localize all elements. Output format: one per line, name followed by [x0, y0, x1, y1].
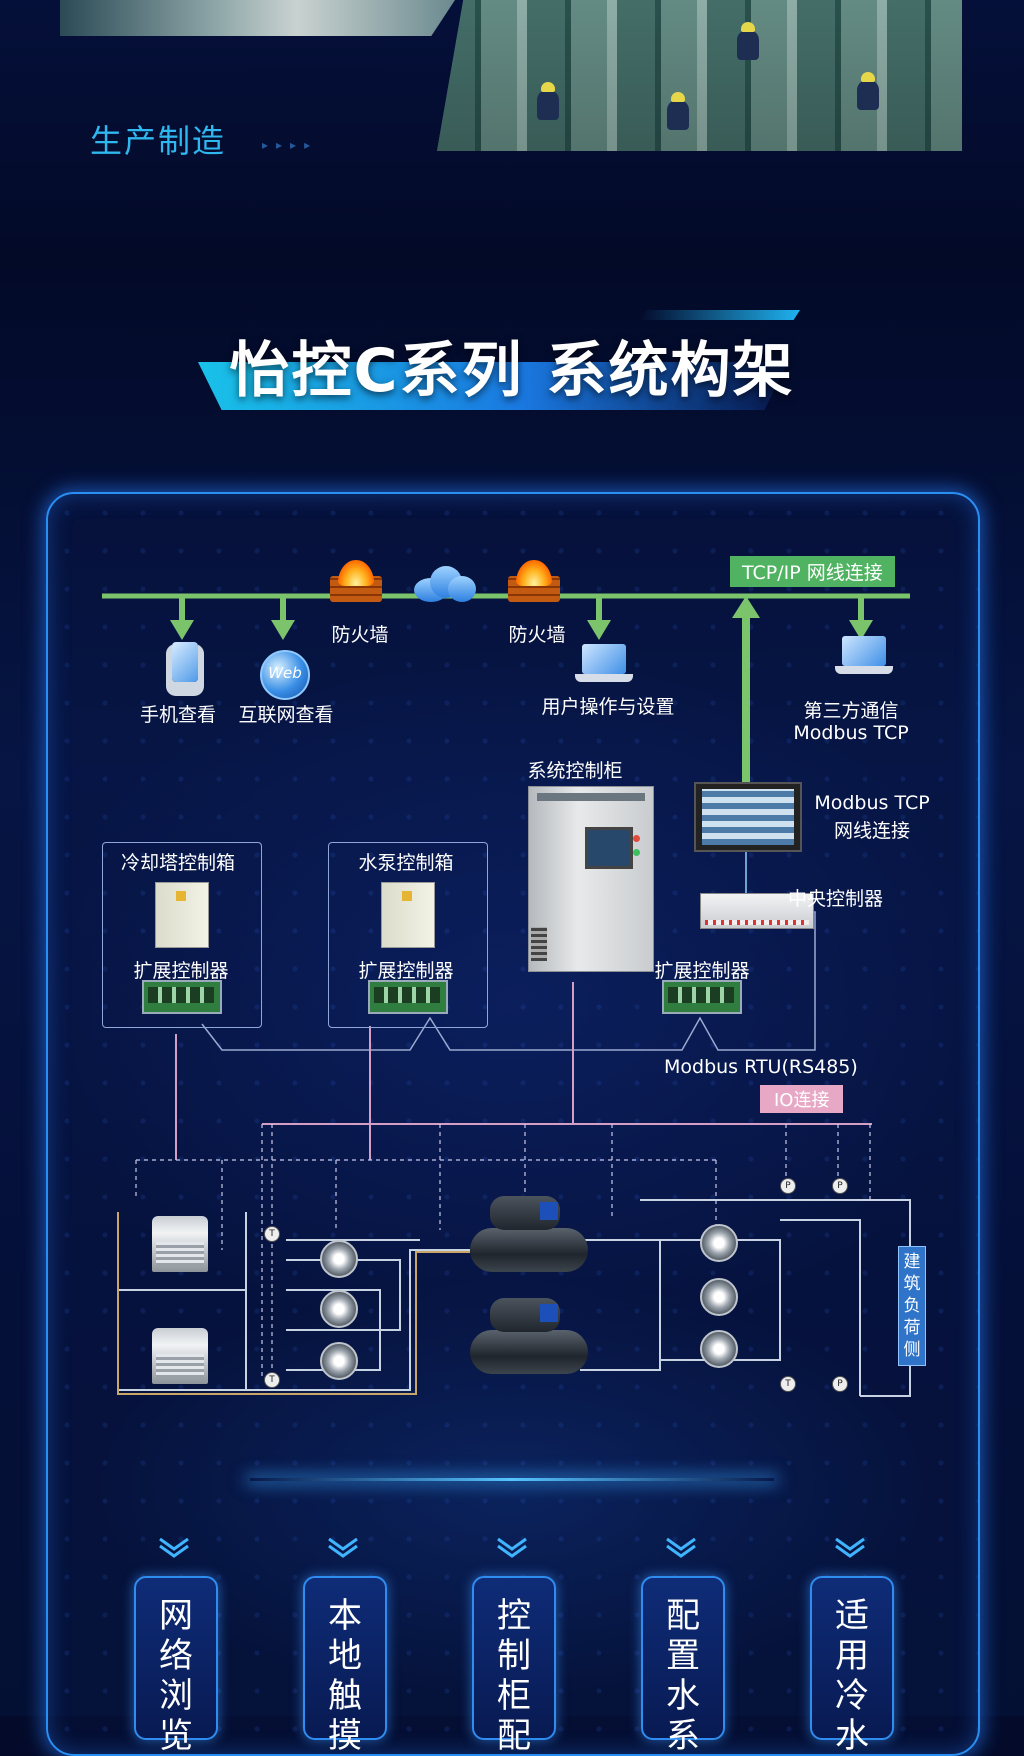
- helmet: [741, 22, 755, 32]
- cooling-tower-enclosure: [155, 882, 209, 948]
- cooling-water-pipe: [117, 1212, 470, 1395]
- section-label: 生产制造: [90, 122, 227, 160]
- temperature-sensor: T: [264, 1372, 280, 1388]
- glow-divider: [250, 1478, 774, 1481]
- condenser-pump-1: [320, 1240, 358, 1278]
- feature-card-chilled-water[interactable]: 适用冷水: [810, 1576, 894, 1756]
- feature-card-water-system[interactable]: 配置水系: [641, 1576, 725, 1756]
- temperature-sensor: T: [264, 1226, 280, 1242]
- central-controller-device: [700, 893, 814, 929]
- pump-control-box: [328, 842, 488, 1028]
- system-cabinet-label: 系统控制柜: [527, 760, 623, 782]
- third-party-label-2: Modbus TCP: [793, 722, 909, 744]
- web-icon-text: Web: [268, 664, 302, 682]
- feature-card-network[interactable]: 网络浏览: [134, 1576, 218, 1756]
- feature-card-text: 控制柜配: [497, 1596, 531, 1756]
- user-ops-label: 用户操作与设置: [541, 696, 675, 718]
- expansion-controller-label-3: 扩展控制器: [654, 960, 750, 982]
- building-load-tag: 建筑负荷侧: [898, 1246, 926, 1366]
- tcpip-tag: TCP/IP 网线连接: [730, 556, 895, 587]
- feature-card-text: 适用冷水: [835, 1596, 869, 1756]
- modbus-tcp-label-1: Modbus TCP: [814, 792, 930, 814]
- feature-card-touch[interactable]: 本地触摸: [303, 1576, 387, 1756]
- expansion-board-2: [368, 980, 448, 1014]
- firewall-icon: [330, 560, 382, 602]
- worker-figure: [857, 80, 879, 110]
- expansion-controller-label-2: 扩展控制器: [358, 960, 454, 982]
- expansion-controller-label-1: 扩展控制器: [133, 960, 229, 982]
- chevron-down-icon: [157, 1536, 191, 1558]
- cooling-tower-box-label: 冷却塔控制箱: [120, 852, 236, 874]
- web-view-label: 互联网查看: [238, 704, 334, 726]
- temperature-sensor: T: [780, 1376, 796, 1392]
- diagram-connectors: [102, 593, 911, 1397]
- chiller-2: [470, 1298, 588, 1374]
- helmet: [861, 72, 875, 82]
- network-drop-arrows: [170, 596, 873, 782]
- modbus-tcp-label-2: 网线连接: [833, 820, 911, 842]
- chilled-pump-2: [700, 1278, 738, 1316]
- expansion-board-3: [662, 980, 742, 1014]
- laptop-base: [575, 674, 633, 682]
- chevron-down-icon: [833, 1536, 867, 1558]
- firewall-label-left: 防火墙: [331, 624, 389, 646]
- third-party-screen-base: [835, 666, 893, 674]
- chevron-down-icon: [326, 1536, 360, 1558]
- title-accent-bar: [640, 310, 800, 320]
- condenser-pump-3: [320, 1342, 358, 1380]
- worker-figure: [667, 100, 689, 130]
- firewall-label-right: 防火墙: [508, 624, 566, 646]
- web-globe-icon: Web: [260, 650, 310, 700]
- production-photo-right: [437, 0, 962, 151]
- worker-figure: [537, 90, 559, 120]
- central-controller-label: 中央控制器: [788, 888, 884, 910]
- helmet: [671, 92, 685, 102]
- chevron-down-icon: [664, 1536, 698, 1558]
- condenser-pump-2: [320, 1290, 358, 1328]
- feature-card-cabinet[interactable]: 控制柜配: [472, 1576, 556, 1756]
- arrow-dots-icon: ▸▸▸▸: [262, 138, 319, 152]
- expansion-board-1: [142, 980, 222, 1014]
- third-party-screen-icon: [842, 636, 886, 666]
- feature-card-text: 网络浏览: [159, 1596, 193, 1756]
- io-connection-tag: IO连接: [760, 1085, 844, 1113]
- title-banner: [198, 362, 788, 410]
- modbus-rtu-label: Modbus RTU(RS485): [664, 1056, 858, 1078]
- pressure-sensor: P: [780, 1178, 796, 1194]
- signal-lines: [135, 1124, 871, 1380]
- chevron-down-icon: [495, 1536, 529, 1558]
- pump-enclosure: [381, 882, 435, 948]
- third-party-label-1: 第三方通信: [803, 700, 899, 722]
- mobile-view-label: 手机查看: [139, 704, 217, 726]
- chiller-1: [470, 1196, 588, 1272]
- page-title: 怡控C系列 系统构架: [229, 336, 795, 406]
- pump-box-label: 水泵控制箱: [358, 852, 454, 874]
- feature-card-text: 本地触摸: [328, 1596, 362, 1756]
- feature-card-text: 配置水系: [666, 1596, 700, 1756]
- pressure-sensor: P: [832, 1376, 848, 1392]
- io-lines: [175, 982, 872, 1160]
- laptop-icon: [582, 644, 626, 674]
- rs485-lines: [201, 852, 816, 1051]
- worker-figure: [737, 30, 759, 60]
- pressure-sensor: P: [832, 1178, 848, 1194]
- production-photo-left: [60, 0, 455, 36]
- system-control-cabinet: [528, 786, 654, 972]
- helmet: [541, 82, 555, 92]
- cooling-tower-1: [152, 1216, 208, 1272]
- chilled-pump-3: [700, 1330, 738, 1368]
- firewall-icon: [508, 560, 560, 602]
- cooling-tower-control-box: [102, 842, 262, 1028]
- background: [0, 0, 1024, 1716]
- hmi-touchscreen: [694, 782, 802, 852]
- phone-icon: [172, 642, 198, 682]
- cloud-icon: [414, 566, 476, 602]
- cooling-tower-2: [152, 1328, 208, 1384]
- chilled-pump-1: [700, 1224, 738, 1262]
